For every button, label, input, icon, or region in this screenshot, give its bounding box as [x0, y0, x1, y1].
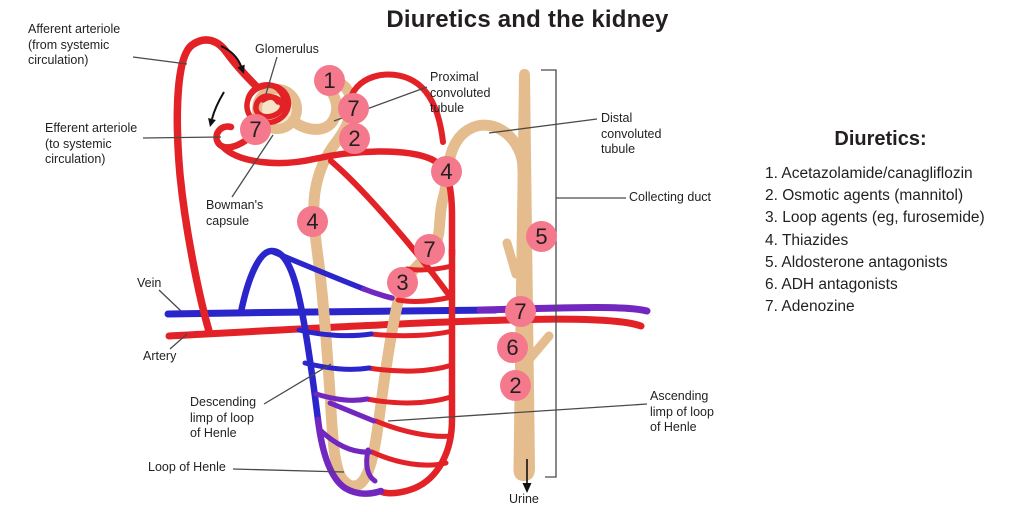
- legend-list: 1. Acetazolamide/canagliflozin 2. Osmoti…: [765, 163, 985, 318]
- marker-6: 6: [497, 332, 528, 363]
- legend-item: 7. Adenozine: [765, 298, 855, 316]
- legend-item: 2. Osmotic agents (mannitol): [765, 187, 964, 205]
- marker-3: 3: [387, 267, 418, 298]
- marker-4: 4: [297, 206, 328, 237]
- legend-item: 1. Acetazolamide/canagliflozin: [765, 165, 973, 182]
- legend-item: 5. Aldosterone antagonists: [765, 253, 948, 271]
- label-glomerulus: Glomerulus: [255, 42, 319, 56]
- vasa-recta-venous: [237, 247, 395, 497]
- glomerulus-shape: [244, 82, 292, 126]
- flow-arrow-efferent: [208, 91, 225, 127]
- afferent-arteriole-shape: [173, 36, 260, 335]
- pointer-vein: [158, 289, 182, 312]
- label-collecting-duct: Collecting duct: [629, 190, 711, 204]
- legend-heading: Diuretics:: [834, 128, 927, 150]
- label-vein: Vein: [137, 276, 162, 290]
- label-urine: Urine: [509, 492, 539, 506]
- label-ascending-limb: Ascending limp of loop of Henle: [650, 389, 714, 434]
- label-bowmans-capsule: Bowman's capsule: [206, 198, 264, 228]
- label-efferent-arteriole: Efferent arteriole (to systemic circulat…: [45, 121, 138, 166]
- label-loop-of-henle: Loop of Henle: [148, 460, 226, 474]
- pointer-loop-of-henle: [232, 468, 345, 473]
- marker-2: 2: [500, 370, 531, 401]
- collecting-duct-bracket: [541, 69, 557, 478]
- marker-7: 7: [414, 234, 445, 265]
- pointer-artery: [169, 333, 188, 350]
- marker-5: 5: [526, 221, 557, 252]
- pointer-ascending: [387, 403, 648, 422]
- flow-arrow-afferent: [220, 45, 245, 74]
- artery-line: [165, 315, 645, 340]
- marker-4: 4: [431, 156, 462, 187]
- legend-item: 3. Loop agents (eg, furosemide): [765, 209, 985, 227]
- label-afferent-arteriole: Afferent arteriole (from systemic circul…: [28, 22, 121, 67]
- marker-7: 7: [505, 296, 536, 327]
- pointer-glomerulus: [265, 56, 278, 95]
- legend-item: 6. ADH antagonists: [765, 276, 898, 294]
- label-distal-tubule: Distal convoluted tubule: [601, 111, 662, 156]
- urine-arrow: [522, 459, 532, 493]
- marker-2: 2: [339, 123, 370, 154]
- pointer-descending: [263, 363, 332, 405]
- marker-1: 1: [314, 65, 345, 96]
- label-proximal-tubule: Proximal convoluted tubule: [430, 70, 491, 115]
- page-title: Diuretics and the kidney: [386, 6, 669, 33]
- pointer-lines: [132, 56, 648, 478]
- pointer-efferent: [142, 136, 222, 139]
- pointer-distal: [488, 118, 598, 134]
- pointer-afferent: [132, 56, 188, 65]
- marker-7: 7: [338, 93, 369, 124]
- pointer-bowmans: [231, 134, 274, 198]
- label-artery: Artery: [143, 349, 177, 363]
- collecting-duct-shape: [502, 69, 554, 481]
- marker-7: 7: [240, 114, 271, 145]
- label-descending-limb: Descending limp of loop of Henle: [190, 395, 257, 440]
- legend-item: 4. Thiazides: [765, 231, 849, 249]
